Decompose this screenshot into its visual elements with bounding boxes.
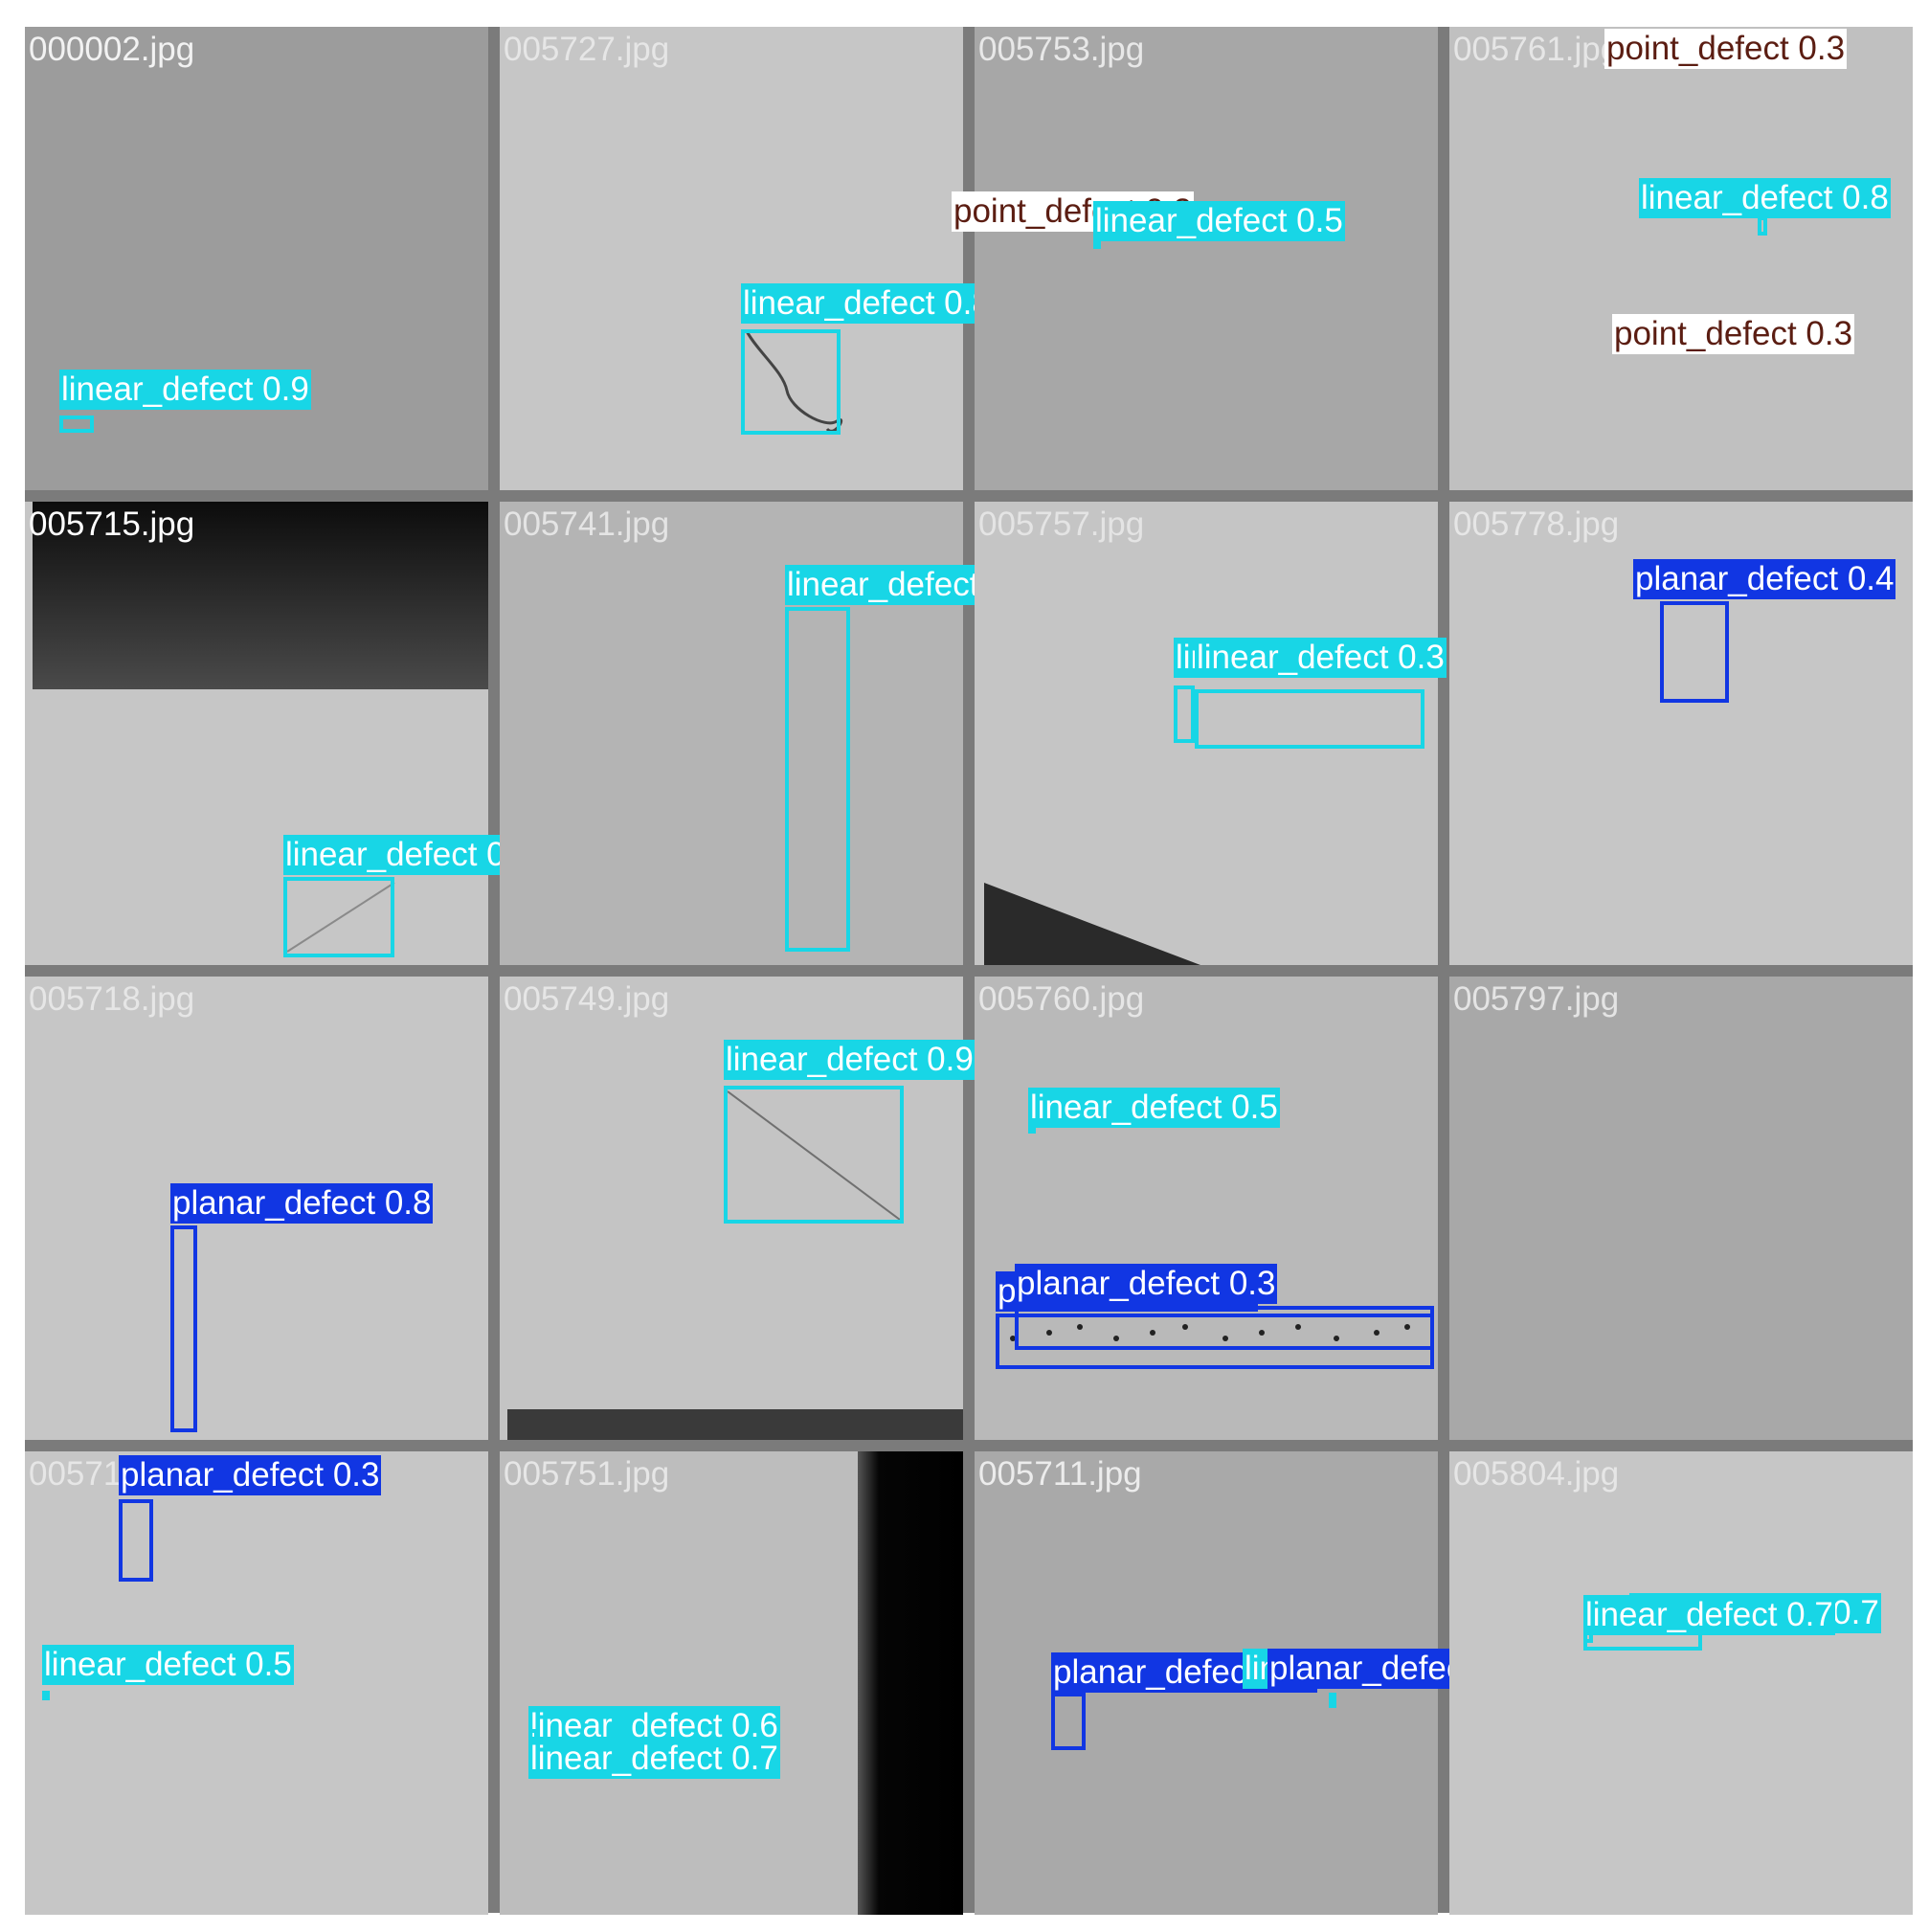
- detection-label: linear_defect 0.7: [528, 1739, 780, 1779]
- detection-label: linear_defect 0.9: [724, 1040, 976, 1080]
- file-name: 005778.jpg: [1453, 505, 1620, 543]
- file-name: 005727.jpg: [504, 31, 670, 68]
- image-tile: 005727.jpg linear_defect 0.8: [500, 27, 993, 490]
- tile-image: [25, 27, 488, 490]
- file-name: 005761.jpg: [1453, 31, 1620, 68]
- bounding-box: [1329, 1693, 1336, 1708]
- detection-mosaic: 000002.jpg linear_defect 0.9 005727.jpg lin…: [25, 27, 1913, 1915]
- bounding-box: [1051, 1693, 1086, 1750]
- image-tile: 005778.jpg planar_defect 0.4: [1449, 502, 1913, 965]
- scratch-mark: [727, 1090, 901, 1221]
- file-name: 005741.jpg: [504, 505, 670, 543]
- file-name: 000002.jpg: [29, 31, 195, 68]
- tile-image: [975, 27, 1438, 490]
- detection-label: point_defect 0.3: [1604, 29, 1848, 69]
- detection-label: planar_defect 0.8: [170, 1183, 434, 1224]
- detection-label: planar_defect 0.3: [1015, 1264, 1278, 1304]
- detection-label: point_defect 0.3: [1612, 314, 1855, 354]
- file-name: 005751.jpg: [504, 1455, 670, 1493]
- bounding-box: [785, 607, 850, 952]
- image-tile: 005749.jpg linear_defect 0.9: [500, 977, 976, 1440]
- file-name: 005753.jpg: [978, 31, 1145, 68]
- file-name: 005797.jpg: [1453, 980, 1620, 1018]
- image-tile: 005760.jpg linear_defect 0.5 planar_defect…: [975, 977, 1438, 1440]
- file-name: 005749.jpg: [504, 980, 670, 1018]
- image-tile: 000002.jpg linear_defect 0.9: [25, 27, 488, 490]
- image-tile: 005718.jpg planar_defect 0.8: [25, 977, 488, 1440]
- tile-image: [1449, 977, 1913, 1440]
- detection-label: linear_defect 0.5: [1093, 201, 1345, 241]
- file-name: 005757.jpg: [978, 505, 1145, 543]
- spot-cluster: [1010, 1324, 1410, 1341]
- file-name: 005718.jpg: [29, 980, 195, 1018]
- detection-label: linear_defect 0.5: [1028, 1088, 1280, 1128]
- detection-label: linear_defect 0.3: [283, 835, 535, 875]
- detection-label: linear_defect 0.3: [1195, 638, 1447, 678]
- bounding-box: [1660, 601, 1729, 703]
- bounding-box: [1015, 1306, 1434, 1350]
- bounding-box: [724, 1086, 904, 1224]
- bounding-box: [1758, 216, 1767, 236]
- file-name: 005760.jpg: [978, 980, 1145, 1018]
- bounding-box: [170, 1225, 197, 1432]
- bounding-box: [1612, 352, 1620, 366]
- dark-arc-region: [984, 883, 1200, 965]
- dark-edge-strip: [507, 1409, 963, 1440]
- tile-image: [1449, 1451, 1913, 1915]
- file-name: 005804.jpg: [1453, 1455, 1620, 1493]
- detection-label: planar_defect 0.3: [119, 1455, 382, 1495]
- detection-label: linear_defect 0.8: [741, 283, 993, 324]
- detection-label: linear_defect 0.9: [59, 370, 311, 410]
- file-name: 005711.jpg: [978, 1455, 1142, 1493]
- bounding-box: [1195, 689, 1424, 749]
- hair-fiber: [745, 330, 843, 433]
- bounding-box: [119, 1499, 153, 1582]
- image-tile: 005715.jpg linear_defect 0.3: [25, 502, 535, 965]
- detection-label: linear_defect 0.7: [1583, 1595, 1835, 1635]
- bounding-box: [741, 329, 841, 435]
- bounding-box: [59, 416, 94, 433]
- tile-image: [1449, 27, 1913, 490]
- dark-vertical-band: [858, 1451, 963, 1915]
- file-name: 005715.jpg: [29, 505, 195, 543]
- image-tile: 005797.jpg: [1449, 977, 1913, 1440]
- detection-label: linear_defect 0.8: [1639, 178, 1891, 218]
- scratch-mark: [286, 882, 395, 953]
- dark-region: [33, 502, 488, 689]
- bounding-box: [283, 877, 394, 957]
- bounding-box: [1174, 685, 1195, 743]
- tile-image: [975, 977, 1438, 1440]
- tile-image: [500, 27, 963, 490]
- detection-label: linear_defect 0.5: [42, 1645, 294, 1685]
- tile-image: [975, 502, 1438, 965]
- bounding-box: [42, 1691, 50, 1700]
- detection-label: planar_defect 0.4: [1633, 559, 1896, 599]
